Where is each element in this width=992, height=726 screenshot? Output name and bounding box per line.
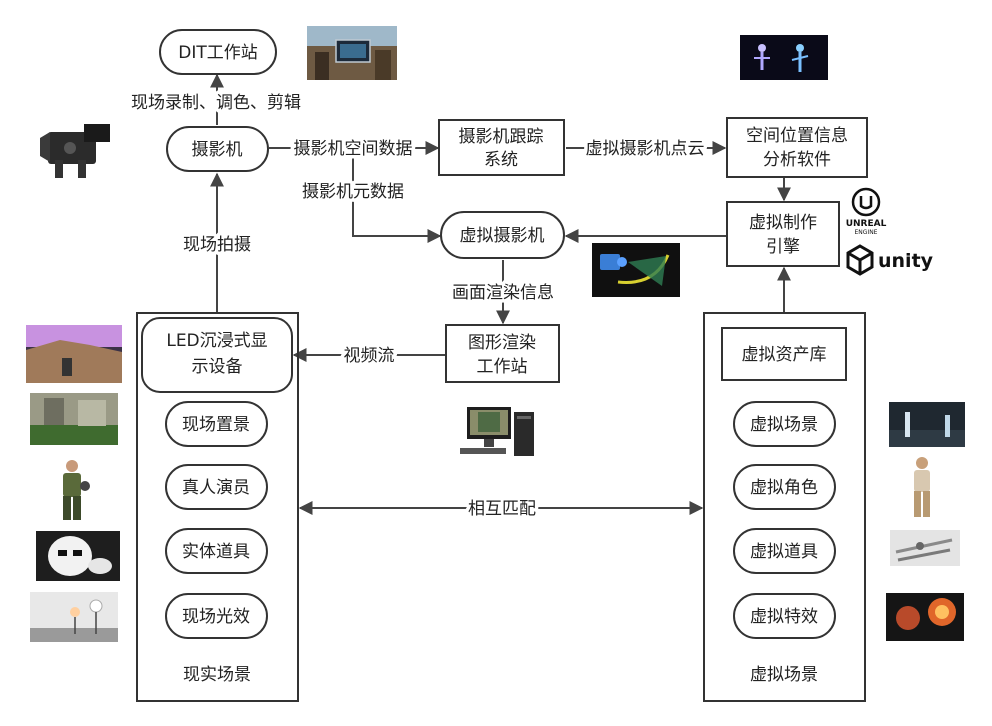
virtual-camera-label: 虚拟摄影机	[460, 226, 545, 246]
camera-box	[166, 126, 269, 172]
real-item-2[interactable]: 真人演员	[165, 464, 268, 510]
edge-label-render-info: 画面渲染信息	[452, 283, 554, 303]
virtual-character-photo-icon	[914, 457, 930, 517]
virtual-item-label: 虚拟道具	[750, 542, 818, 562]
real-scene-title: 现实场景	[183, 665, 251, 685]
virtual-effects-photo-icon	[886, 593, 964, 641]
tracking-system-node[interactable]: 摄影机跟踪 系统	[438, 119, 565, 176]
spatial-analysis-label-line1: 空间位置信息	[746, 126, 848, 146]
camera-node[interactable]: 摄影机	[166, 126, 269, 172]
edge-label-record: 现场录制、调色、剪辑	[131, 93, 301, 113]
actor-photo-icon	[63, 460, 90, 520]
edge-label-meta-data: 摄影机元数据	[302, 182, 404, 202]
virtual-item-1[interactable]: 虚拟场景	[733, 401, 836, 447]
edge-label-spatial-data: 摄影机空间数据	[294, 139, 413, 159]
real-item-box	[165, 593, 268, 639]
cinema-camera-icon	[40, 124, 110, 178]
unity-logo-text: unity	[878, 250, 934, 272]
camera-label: 摄影机	[192, 140, 243, 160]
dit-workstation-label: DIT工作站	[178, 43, 258, 63]
spatial-analysis-node[interactable]: 空间位置信息 分析软件	[726, 117, 868, 178]
dit-workstation-node[interactable]: DIT工作站	[159, 29, 277, 75]
virtual-item-3[interactable]: 虚拟道具	[733, 528, 836, 574]
virtual-scene-panel	[703, 312, 866, 702]
virtual-item-box	[733, 593, 836, 639]
virtual-camera-icon	[592, 243, 680, 297]
real-item-label: 现场置景	[182, 415, 250, 435]
spatial-analysis-label-line2: 分析软件	[763, 150, 831, 170]
virtual-item-2[interactable]: 虚拟角色	[733, 464, 836, 510]
virtual-engine-label-line1: 虚拟制作	[749, 213, 817, 233]
virtual-scene-title: 虚拟场景	[750, 665, 818, 685]
render-workstation-label-line2: 工作站	[477, 357, 528, 377]
virtual-item-label: 虚拟角色	[750, 478, 818, 498]
real-item-box	[165, 528, 268, 574]
virtual-item-4[interactable]: 虚拟特效	[733, 593, 836, 639]
edge-label-match: 相互匹配	[468, 499, 536, 519]
helmet-photo-icon	[36, 531, 120, 581]
virtual-item-label: 虚拟场景	[750, 415, 818, 435]
real-item-1[interactable]: 现场置景	[165, 401, 268, 447]
virtual-assets-node[interactable]: 虚拟资产库	[721, 327, 847, 381]
virtual-props-photo-icon	[890, 530, 960, 566]
real-item-label: 实体道具	[182, 542, 250, 562]
real-item-box	[165, 401, 268, 447]
real-item-label: 真人演员	[182, 478, 250, 498]
render-workstation-box	[445, 324, 560, 383]
virtual-item-box	[733, 464, 836, 510]
virtual-item-label: 虚拟特效	[750, 607, 818, 627]
virtual-scene-photo-icon	[889, 402, 965, 447]
virtual-item-box	[733, 528, 836, 574]
virtual-assets-label: 虚拟资产库	[742, 345, 827, 365]
render-workstation-node[interactable]: 图形渲染 工作站	[445, 324, 560, 383]
unreal-logo-text: UNREAL	[846, 219, 887, 229]
led-display-box	[141, 317, 293, 393]
virtual-engine-box	[726, 201, 840, 267]
unity-logo-icon: unity	[846, 244, 934, 276]
real-item-box	[165, 464, 268, 510]
led-display-node[interactable]: LED沉浸式显 示设备	[141, 317, 293, 393]
virtual-engine-label-line2: 引擎	[766, 237, 800, 257]
render-workstation-label-line1: 图形渲染	[468, 333, 536, 353]
dit-workstation-box	[159, 29, 277, 75]
real-item-4[interactable]: 现场光效	[165, 593, 268, 639]
unreal-engine-logo-icon: UNREAL ENGINE	[846, 187, 887, 236]
real-item-label: 现场光效	[182, 607, 250, 627]
virtual-camera-node[interactable]: 虚拟摄影机	[440, 211, 565, 259]
set-photo-icon	[30, 393, 118, 445]
tracking-system-box	[438, 119, 565, 176]
edge-label-live-shoot: 现场拍摄	[183, 235, 251, 255]
virtual-engine-node[interactable]: 虚拟制作 引擎	[726, 201, 840, 267]
workstation-computer-icon	[460, 407, 534, 456]
edge-metadata-to-virtual-camera	[352, 148, 442, 243]
real-scene-panel	[136, 312, 299, 702]
led-stage-photo-icon	[26, 325, 122, 383]
led-display-label-line1: LED沉浸式显	[166, 331, 267, 351]
tracking-system-label-line1: 摄影机跟踪	[459, 127, 544, 147]
point-cloud-photo-icon	[740, 35, 828, 80]
edge-label-point-cloud: 虚拟摄影机点云	[586, 139, 705, 159]
dit-photo-icon	[307, 26, 397, 80]
unreal-logo-subtext: ENGINE	[855, 229, 878, 236]
virtual-assets-box	[721, 327, 847, 381]
virtual-camera-box	[440, 211, 565, 259]
spatial-analysis-box	[726, 117, 868, 178]
led-display-label-line2: 示设备	[192, 357, 243, 377]
real-item-3[interactable]: 实体道具	[165, 528, 268, 574]
virtual-item-box	[733, 401, 836, 447]
tracking-system-label-line2: 系统	[484, 150, 518, 170]
edges	[210, 73, 791, 515]
edge-label-video-stream: 视频流	[344, 346, 395, 366]
lighting-photo-icon	[30, 592, 118, 642]
